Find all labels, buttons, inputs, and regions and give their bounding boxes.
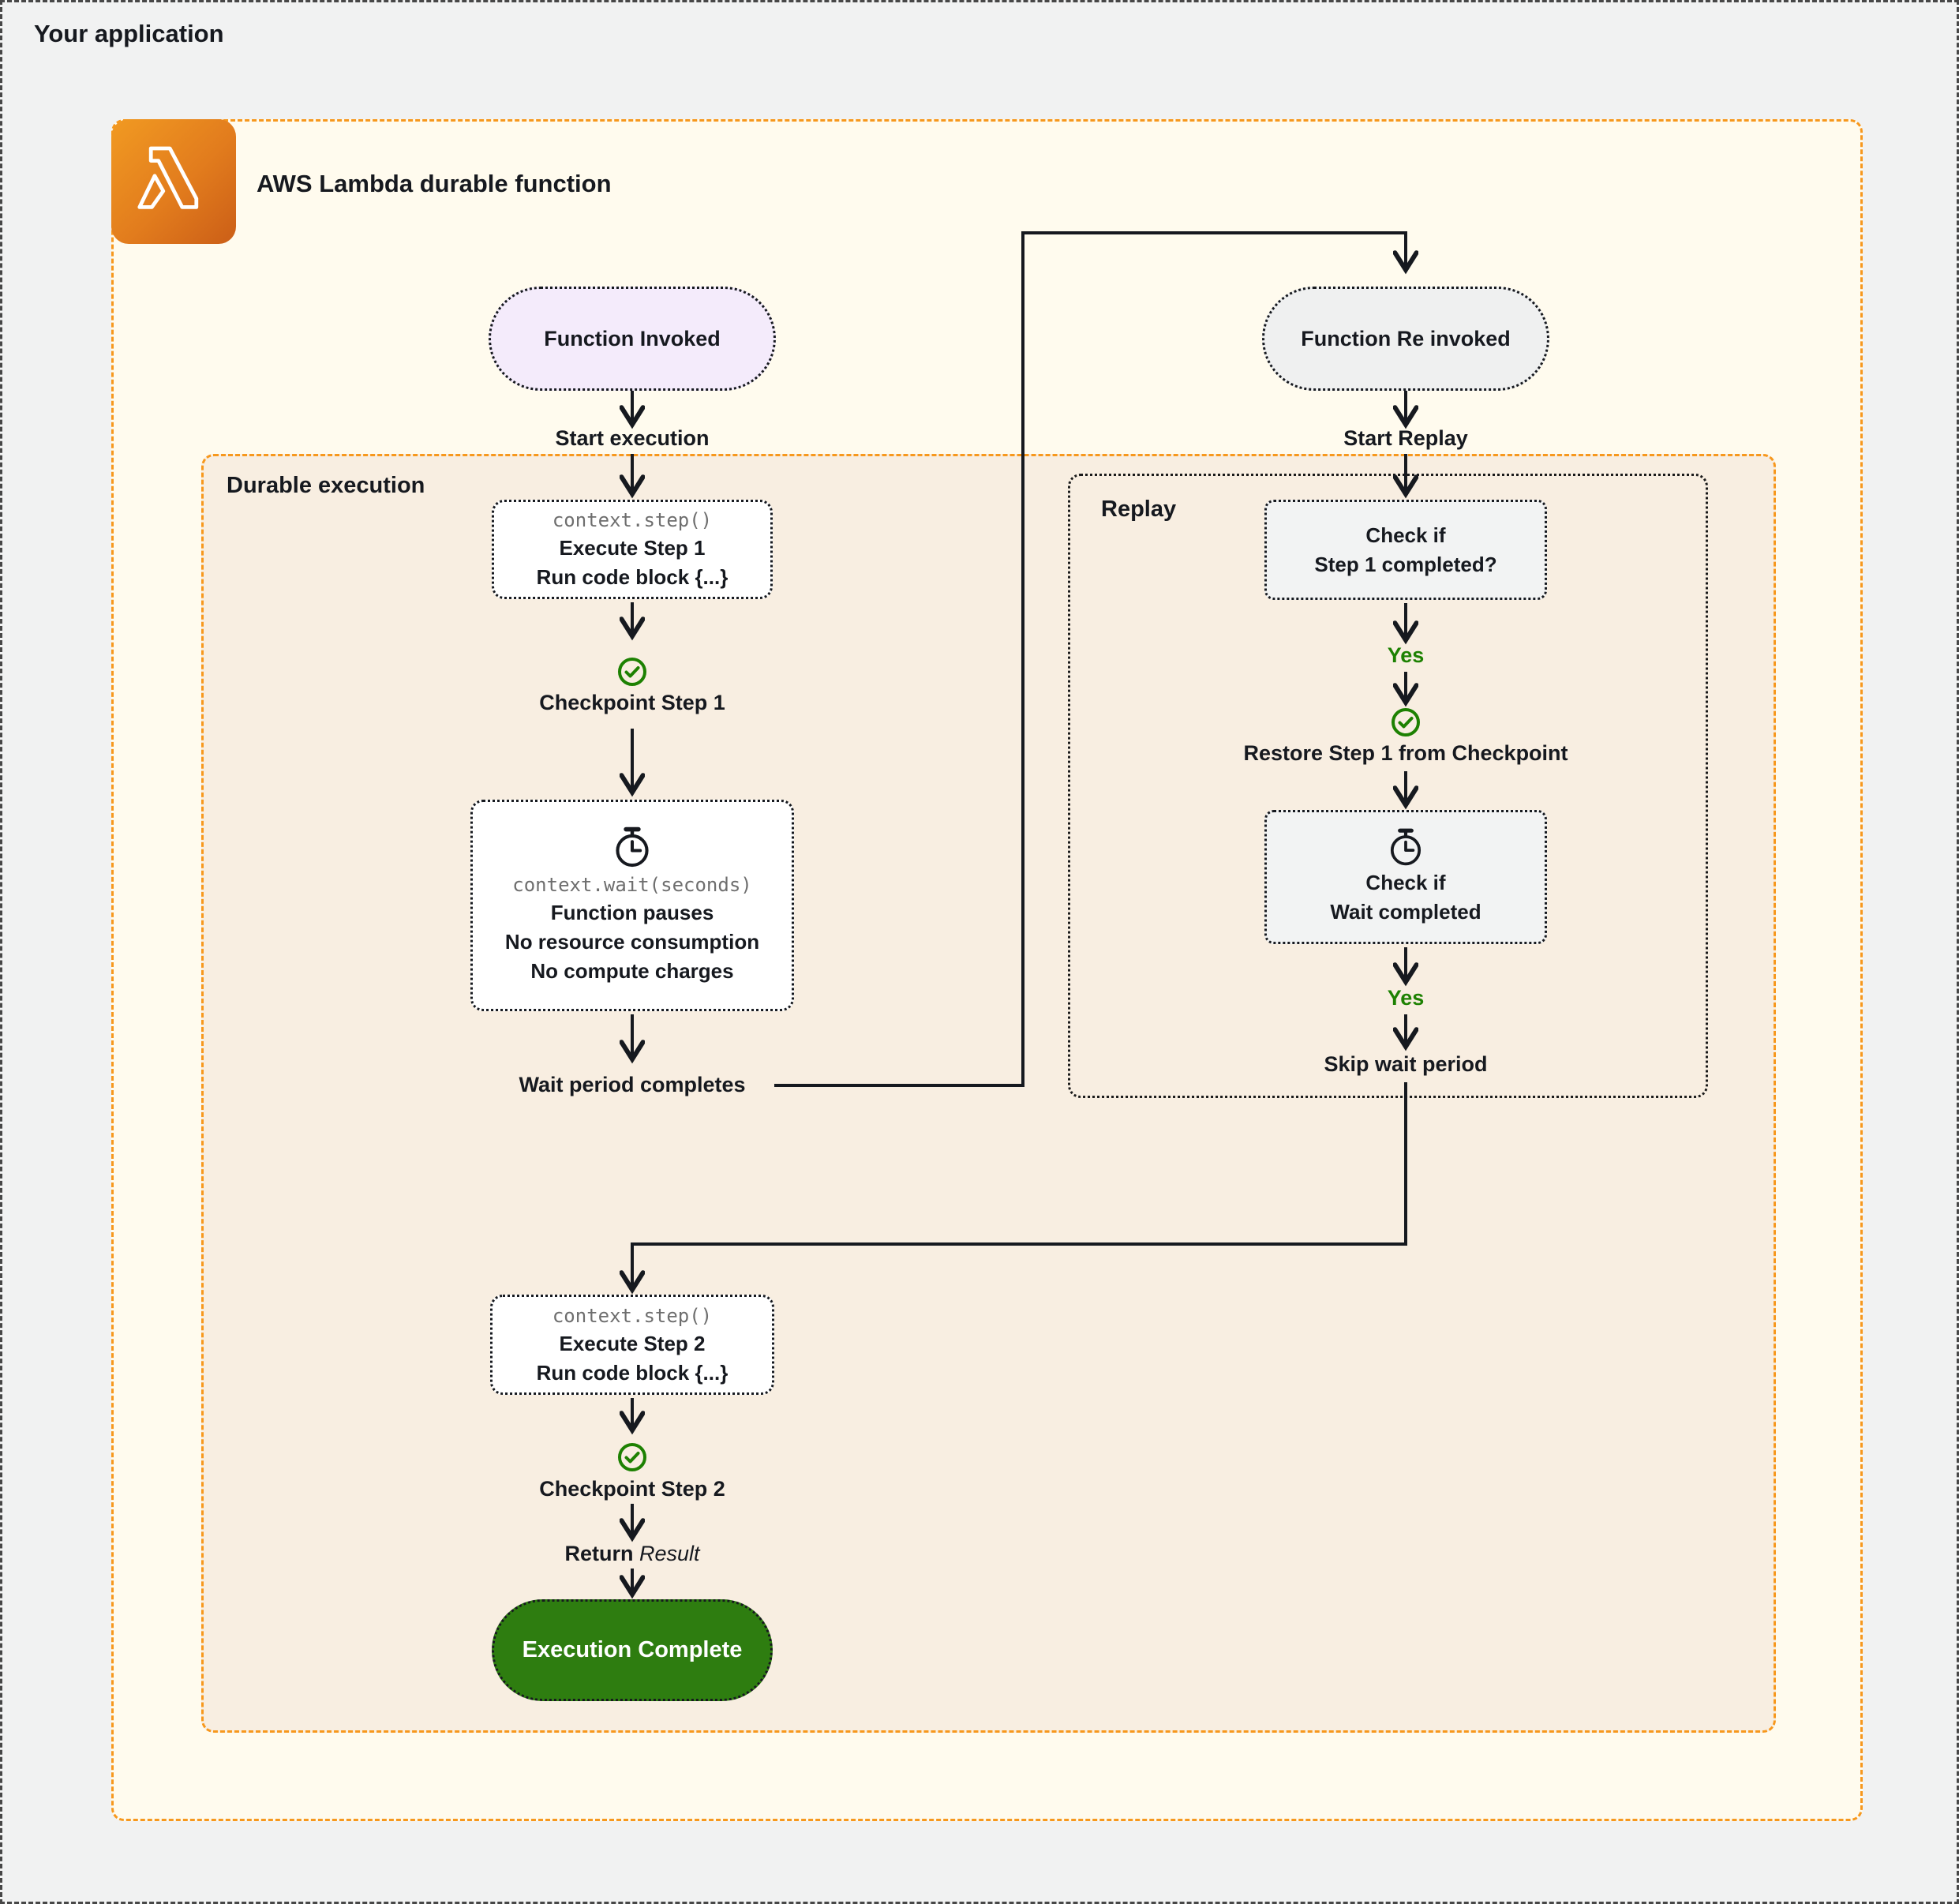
start-replay-label: Start Replay <box>1343 426 1468 450</box>
checkpoint1-icon-wrap <box>616 656 648 692</box>
stopwatch-icon <box>616 826 649 867</box>
wait-line1: Function pauses <box>550 900 714 924</box>
wait-line2: No resource consumption <box>504 929 760 954</box>
step2-line1: Execute Step 2 <box>559 1331 706 1355</box>
node-function-reinvoked: Function Re invoked <box>1262 287 1549 391</box>
wait-code: context.wait(seconds) <box>512 873 752 896</box>
wait-period-completes-label: Wait period completes <box>519 1073 746 1096</box>
check-circle-icon <box>618 1443 646 1471</box>
node-function-invoked-label: Function Invoked <box>544 326 721 350</box>
durable-execution-label: Durable execution <box>227 473 425 498</box>
check-wait-line2: Wait completed <box>1330 900 1481 924</box>
step1-code: context.step() <box>552 509 713 531</box>
node-function-reinvoked-label: Function Re invoked <box>1301 326 1511 350</box>
yes-label-1: Yes <box>1387 643 1425 667</box>
lambda-icon <box>137 146 199 209</box>
node-execute-step-1: context.step() Execute Step 1 Run code b… <box>492 500 773 599</box>
replay-label: Replay <box>1101 497 1177 522</box>
skip-wait-period-label: Skip wait period <box>1324 1052 1488 1076</box>
execution-complete-label: Execution Complete <box>522 1637 743 1662</box>
aws-lambda-title: AWS Lambda durable function <box>257 170 612 197</box>
page-title: Your application <box>34 20 224 47</box>
stopwatch-icon <box>1390 828 1421 866</box>
restore-icon-wrap <box>1390 707 1421 742</box>
node-function-invoked: Function Invoked <box>489 287 776 391</box>
check-step1-line1: Check if <box>1365 523 1446 547</box>
start-execution-label: Start execution <box>555 426 710 450</box>
check-wait-line1: Check if <box>1365 871 1446 894</box>
node-execution-complete: Execution Complete <box>492 1599 773 1701</box>
step2-line2: Run code block {...} <box>536 1360 729 1385</box>
check-circle-icon <box>1392 708 1420 736</box>
checkpoint-step2-label: Checkpoint Step 2 <box>539 1477 725 1501</box>
restore-step1-label: Restore Step 1 from Checkpoint <box>1243 741 1568 765</box>
checkpoint-step1-label: Checkpoint Step 1 <box>539 691 725 714</box>
check-circle-icon <box>618 658 646 686</box>
return-word: Return <box>564 1542 634 1565</box>
node-check-step1-completed: Check if Step 1 completed? <box>1264 500 1547 600</box>
step2-code: context.step() <box>552 1304 713 1327</box>
node-execute-step-2: context.step() Execute Step 2 Run code b… <box>490 1295 774 1395</box>
check-step1-line2: Step 1 completed? <box>1314 552 1497 576</box>
yes-label-2: Yes <box>1387 986 1425 1010</box>
aws-lambda-icon <box>111 119 236 244</box>
return-result-label: Return Result <box>564 1542 699 1566</box>
wait-line3: No compute charges <box>530 958 734 983</box>
return-value: Result <box>639 1542 700 1565</box>
node-context-wait: context.wait(seconds) Function pauses No… <box>470 800 794 1011</box>
step1-line2: Run code block {...} <box>536 565 729 589</box>
checkpoint2-icon-wrap <box>616 1441 648 1477</box>
step1-line1: Execute Step 1 <box>559 536 706 560</box>
node-check-wait-completed: Check if Wait completed <box>1264 810 1547 944</box>
